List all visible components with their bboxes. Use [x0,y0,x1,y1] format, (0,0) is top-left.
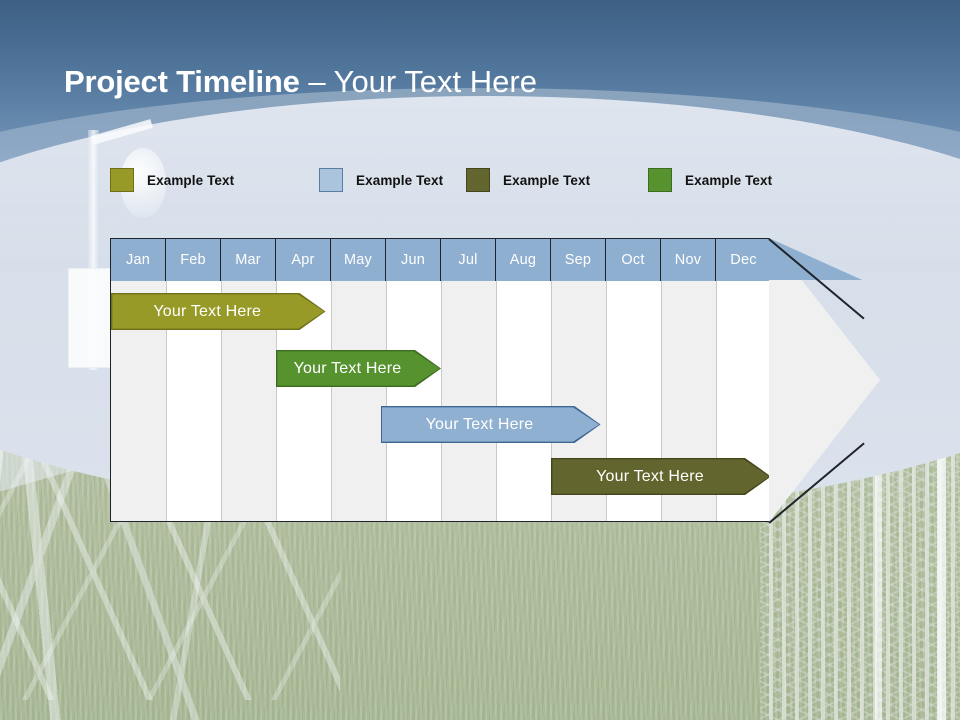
arrow-head-header-fill [769,238,863,280]
legend-swatch-icon [466,168,490,192]
month-header-apr[interactable]: Apr [276,239,331,281]
legend-swatch-icon [319,168,343,192]
month-column-aug [496,239,551,521]
task-bar-label: Your Text Here [596,467,704,485]
task-bar-2[interactable]: Your Text Here [276,350,441,387]
task-bar-fill [382,407,599,441]
month-column-feb [166,239,221,521]
legend-item-4[interactable]: Example Text [648,168,772,192]
month-header-sep[interactable]: Sep [551,239,606,281]
task-bar-fill [552,459,769,493]
month-header-jan[interactable]: Jan [111,239,166,281]
background-fence-post-b [937,330,946,720]
legend-item-2[interactable]: Example Text [319,168,443,192]
background-lamp-pole [88,130,99,370]
task-bar-label: Your Text Here [293,359,402,377]
month-header-nov[interactable]: Nov [661,239,716,281]
legend-item-label: Example Text [147,172,235,188]
legend: Example Text Example Text Example Text Exam… [110,168,870,198]
task-bar-label: Your Text Here [153,302,262,320]
month-header-dec[interactable]: Dec [716,239,769,281]
page-title-bold: Project Timeline [64,64,300,99]
month-header-mar[interactable]: Mar [221,239,276,281]
month-header-jun[interactable]: Jun [386,239,441,281]
background-fence-post-a [875,336,882,720]
month-column-jul [441,239,496,521]
task-bar-3[interactable]: Your Text Here [381,406,601,443]
legend-swatch-icon [648,168,672,192]
month-column-mar [221,239,276,521]
month-header-jul[interactable]: Jul [441,239,496,281]
legend-item-label: Example Text [356,172,444,188]
month-header-feb[interactable]: Feb [166,239,221,281]
legend-swatch-icon [110,168,134,192]
timeline-arrow-head [768,238,880,524]
month-column-jan [111,239,166,521]
task-bar-label: Your Text Here [425,415,534,433]
month-header-may[interactable]: May [331,239,386,281]
legend-item-label: Example Text [685,172,773,188]
task-bar-1[interactable]: Your Text Here [111,293,326,330]
arrow-head-fill [769,238,880,522]
legend-item-1[interactable]: Example Text [110,168,234,192]
task-bar-fill [277,351,439,385]
task-bar-4[interactable]: Your Text Here [551,458,770,495]
legend-item-label: Example Text [503,172,591,188]
month-header-oct[interactable]: Oct [606,239,661,281]
legend-item-3[interactable]: Example Text [466,168,590,192]
page-title-light: – Your Text Here [299,64,537,99]
page-title: Project Timeline – Your Text Here [64,60,537,104]
task-bar-fill [112,294,324,328]
month-header-aug[interactable]: Aug [496,239,551,281]
